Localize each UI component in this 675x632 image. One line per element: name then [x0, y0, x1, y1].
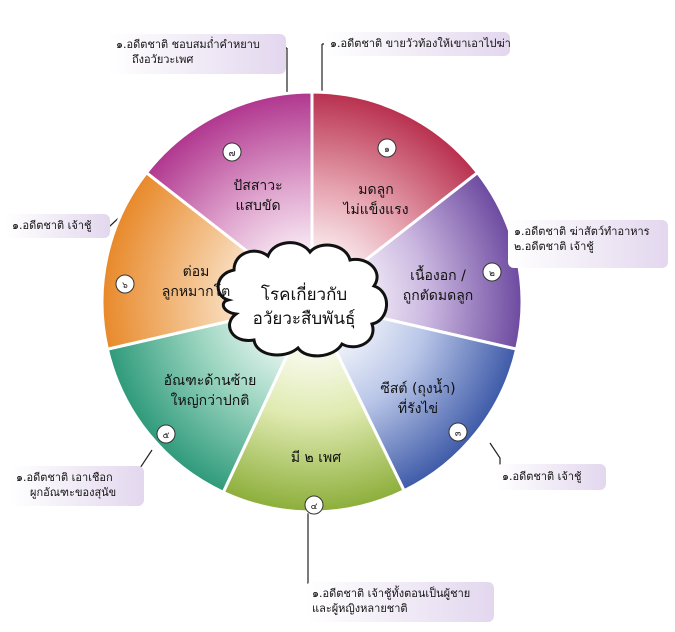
callout-2: ๑.อดีตชาติ ฆ่าสัตว์ทำอาหาร ๒.อดีตชาติ เจ… [514, 224, 650, 254]
callout-boxes [6, 32, 668, 622]
callout-4-line2: และผู้หญิงหลายชาติ [312, 602, 408, 615]
callout-3-line1: ๑.อดีตชาติ เจ้าชู้ [502, 470, 582, 483]
center-title-line2: อวัยวะสืบพันธุ์ [253, 309, 356, 329]
callout-6-line1: ๑.อดีตชาติ เจ้าชู้ [12, 219, 92, 232]
badge-6 [115, 274, 135, 294]
badge-5-number: ๕ [163, 431, 170, 441]
callout-4-line1: ๑.อดีตชาติ เจ้าชู้ทั้งตอนเป็นผู้ชาย [312, 587, 471, 600]
callout-7: ๑.อดีตชาติ ชอบสมถ่ำคำหยาบ ถึงอวัยวะเพศ [116, 37, 260, 67]
number-badge-texts: ๑ ๒ ๓ ๔ ๕ ๖ ๗ [122, 145, 495, 512]
number-badges [115, 138, 502, 515]
callout-4: ๑.อดีตชาติ เจ้าชู้ทั้งตอนเป็นผู้ชาย และผ… [312, 586, 470, 616]
center-cloud: โรคเกี่ยวกับ อวัยวะสืบพันธุ์ [216, 241, 388, 358]
badge-1 [377, 138, 397, 158]
callout-6: ๑.อดีตชาติ เจ้าชู้ [12, 218, 92, 233]
cloud-shape [216, 241, 388, 358]
badge-6-number: ๖ [122, 281, 128, 291]
badge-5 [156, 424, 176, 444]
segment-7-label-line2: แสบขัด [235, 198, 280, 214]
callout-2-box [508, 220, 668, 268]
callout-2-line2: ๒.อดีตชาติ เจ้าชู้ [514, 240, 594, 253]
callout-6-box [6, 214, 110, 238]
segment-2-label-line2: ถูกตัดมดลูก [403, 288, 474, 304]
callout-7-line1: ๑.อดีตชาติ ชอบสมถ่ำคำหยาบ [116, 38, 260, 51]
callout-5-line2: ผูกอัณฑะของสุนัข [30, 486, 117, 499]
badge-7 [222, 142, 242, 162]
callout-1: ๑.อดีตชาติ ขายวัวท้องให้เขาเอาไปฆ่า [330, 36, 511, 51]
segment-3-label-line2: ที่รังไข่ [398, 399, 438, 417]
callout-4-box [306, 582, 494, 622]
segment-2-label-line1: เนื้องอก / [410, 265, 466, 284]
badge-2 [482, 262, 502, 282]
callout-5: ๑.อดีตชาติ เอาเชือก ผูกอัณฑะของสุนัข [16, 470, 116, 500]
segment-1-label-line2: ไม่แข็งแรง [342, 200, 408, 218]
callout-1-line1: ๑.อดีตชาติ ขายวัวท้องให้เขาเอาไปฆ่า [330, 37, 511, 50]
callout-1-box [324, 32, 510, 56]
callout-7-line2: ถึงอวัยวะเพศ [132, 53, 194, 66]
badge-7-number: ๗ [229, 149, 236, 159]
badge-3-number: ๓ [455, 429, 461, 439]
segment-5-label-line2: ใหญ่กว่าปกติ [171, 392, 250, 409]
callout-7-box [108, 34, 286, 74]
segment-labels: มดลูก ไม่แข็งแรง เนื้องอก / ถูกตัดมดลูก … [162, 178, 473, 466]
callout-5-box [10, 466, 144, 506]
callout-5-line1: ๑.อดีตชาติ เอาเชือก [16, 471, 113, 484]
center-title-line1: โรคเกี่ยวกับ [261, 282, 347, 305]
badge-4-number: ๔ [311, 502, 318, 512]
callout-3-box [496, 464, 606, 490]
segment-7-label-line1: ปัสสาวะ [233, 178, 282, 194]
badge-4 [304, 495, 324, 515]
segment-3-label-line1: ซีสต์ (ถุงน้ำ) [380, 378, 455, 397]
badge-1-number: ๑ [384, 145, 390, 155]
badge-2-number: ๒ [489, 269, 495, 279]
segment-6-label-line2: ลูกหมากโต [162, 283, 230, 300]
callout-2-line1: ๑.อดีตชาติ ฆ่าสัตว์ทำอาหาร [514, 225, 650, 238]
segment-4-label-line1: มี ๒ เพศ [291, 450, 341, 466]
segment-6-label-line1: ต่อม [183, 264, 210, 280]
badge-3 [448, 422, 468, 442]
segment-1-label-line1: มดลูก [358, 182, 393, 198]
callout-3: ๑.อดีตชาติ เจ้าชู้ [502, 469, 582, 484]
segment-5-label-line1: อัณฑะด้านซ้าย [164, 373, 257, 389]
